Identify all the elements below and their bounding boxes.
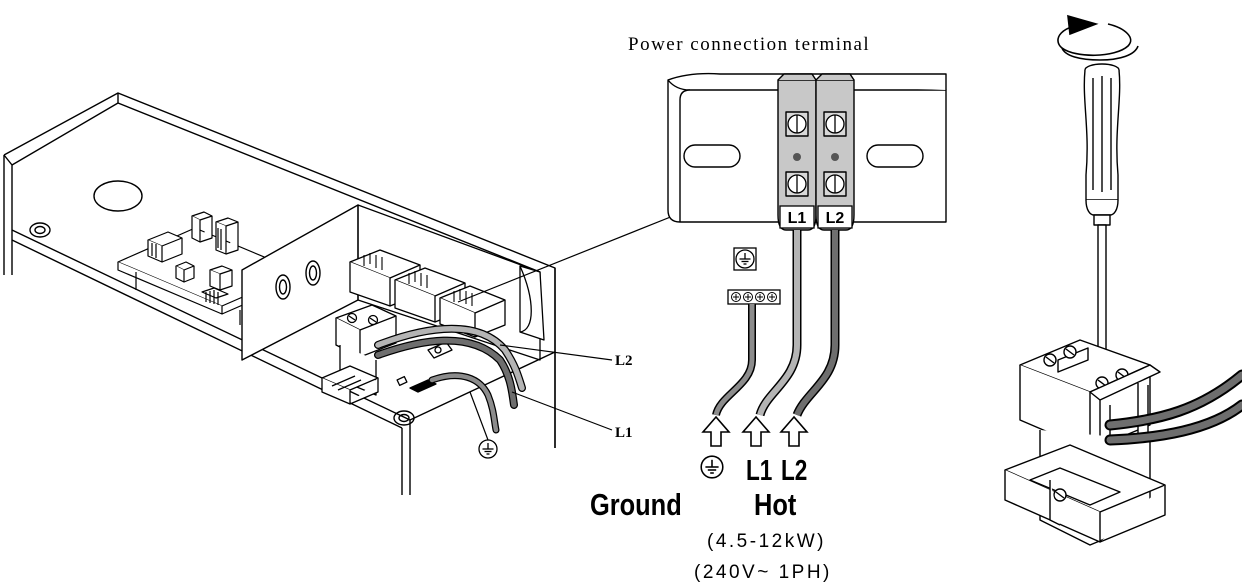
rating-power: (4.5-12kW) (707, 531, 826, 552)
callout-leaders (457, 213, 679, 431)
terminal-tag-l2: L2 (826, 210, 845, 227)
legend-ground: Ground (590, 488, 682, 523)
terminal-tag-l1: L1 (788, 210, 807, 227)
rotate-arrow-icon (1057, 14, 1139, 61)
callout-l2-label: L2 (615, 353, 633, 369)
legend-l2: L2 (781, 453, 807, 486)
legend-hot: Hot (754, 488, 797, 523)
legend-ground-symbol-icon (700, 455, 724, 479)
rating-voltage: (240V~ 1PH) (694, 562, 832, 583)
compartment-terminal-block (321, 304, 453, 405)
ground-leader-line (469, 391, 489, 441)
terminal-block-pair (777, 73, 855, 231)
legend-l1: L1 (746, 453, 772, 486)
arrow-up-icon-l1 (742, 416, 770, 447)
supply-wires (712, 230, 840, 417)
terminal-title: Power connection terminal (628, 34, 870, 55)
arrow-up-icon-l2 (780, 416, 808, 447)
unit-housing (3, 92, 556, 495)
ground-bar (727, 247, 781, 305)
internal-wires (374, 324, 526, 434)
arrow-up-icon-ground (702, 416, 730, 447)
heater-compartment (349, 204, 545, 361)
closeup-wires (1104, 369, 1242, 446)
ground-symbol-icon (478, 439, 498, 459)
callout-l1-label: L1 (615, 425, 633, 441)
screwdriver-icon (1083, 63, 1121, 371)
